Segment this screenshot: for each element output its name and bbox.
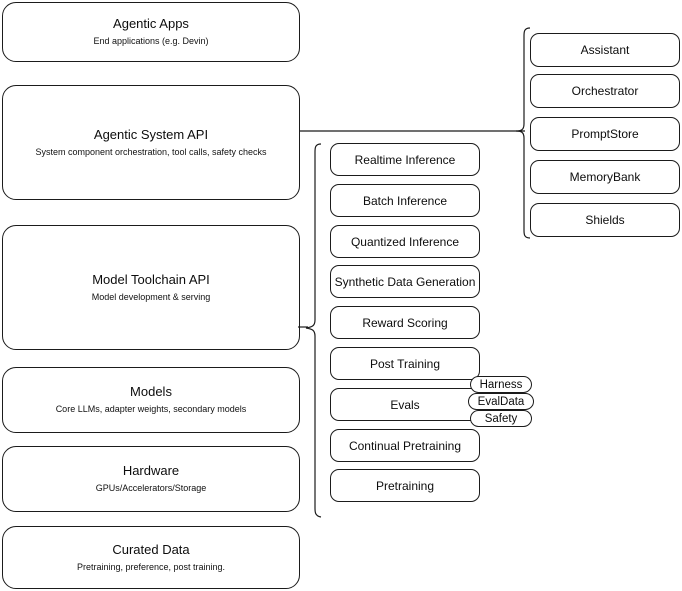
component-label: Quantized Inference [350, 234, 460, 249]
component-label: MemoryBank [569, 170, 641, 184]
eval-subcomponent-evaldata[interactable]: EvalData [468, 393, 534, 410]
layer-subtitle: Core LLMs, adapter weights, secondary mo… [55, 404, 247, 414]
layer-hardware[interactable]: Hardware GPUs/Accelerators/Storage [2, 446, 300, 512]
eval-subcomponent-safety[interactable]: Safety [470, 410, 532, 427]
component-post-training[interactable]: Post Training [330, 347, 480, 380]
component-label: Evals [390, 397, 420, 412]
component-shields[interactable]: Shields [530, 203, 680, 237]
component-quantized-inference[interactable]: Quantized Inference [330, 225, 480, 258]
layer-curated-data[interactable]: Curated Data Pretraining, preference, po… [2, 526, 300, 589]
component-memorybank[interactable]: MemoryBank [530, 160, 680, 194]
component-label: Post Training [369, 356, 441, 371]
layer-model-toolchain-api[interactable]: Model Toolchain API Model development & … [2, 225, 300, 350]
component-promptstore[interactable]: PromptStore [530, 117, 680, 151]
layer-subtitle: GPUs/Accelerators/Storage [95, 483, 207, 493]
layer-agentic-system-api[interactable]: Agentic System API System component orch… [2, 85, 300, 200]
eval-subcomponent-label: Harness [479, 378, 523, 391]
component-label: Reward Scoring [362, 315, 448, 330]
layer-subtitle: System component orchestration, tool cal… [35, 146, 267, 157]
layer-title: Models [130, 384, 172, 399]
eval-subcomponent-label: EvalData [477, 395, 525, 408]
layer-subtitle: Model development & serving [91, 291, 211, 302]
toolchain-brace [305, 143, 322, 518]
component-label: Continual Pretraining [348, 438, 462, 453]
component-label: Shields [585, 213, 625, 227]
component-label: PromptStore [571, 127, 639, 141]
component-label: Batch Inference [362, 193, 448, 208]
layer-subtitle: Pretraining, preference, post training. [76, 561, 226, 572]
component-label: Assistant [580, 43, 630, 57]
component-label: Realtime Inference [354, 152, 456, 167]
component-batch-inference[interactable]: Batch Inference [330, 184, 480, 217]
component-evals[interactable]: Evals [330, 388, 480, 421]
component-label: Pretraining [375, 478, 435, 493]
component-pretraining[interactable]: Pretraining [330, 469, 480, 502]
component-label: Orchestrator [571, 84, 639, 98]
layer-title: Agentic System API [93, 126, 209, 142]
component-label: Synthetic Data Generation [334, 274, 476, 289]
component-reward-scoring[interactable]: Reward Scoring [330, 306, 480, 339]
layer-title: Agentic Apps [113, 16, 189, 31]
component-realtime-inference[interactable]: Realtime Inference [330, 143, 480, 176]
system-api-connector-line [300, 130, 525, 132]
layer-models[interactable]: Models Core LLMs, adapter weights, secon… [2, 367, 300, 433]
layer-title: Model Toolchain API [92, 271, 210, 287]
eval-subcomponent-harness[interactable]: Harness [470, 376, 532, 393]
component-assistant[interactable]: Assistant [530, 33, 680, 67]
layer-subtitle: End applications (e.g. Devin) [93, 36, 209, 46]
layer-title: Curated Data [112, 541, 190, 557]
component-continual-pretraining[interactable]: Continual Pretraining [330, 429, 480, 462]
component-orchestrator[interactable]: Orchestrator [530, 74, 680, 108]
component-synthetic-data-generation[interactable]: Synthetic Data Generation [330, 265, 480, 298]
eval-subcomponent-label: Safety [484, 412, 518, 425]
layer-title: Hardware [122, 463, 180, 478]
layer-agentic-apps[interactable]: Agentic Apps End applications (e.g. Devi… [2, 2, 300, 62]
